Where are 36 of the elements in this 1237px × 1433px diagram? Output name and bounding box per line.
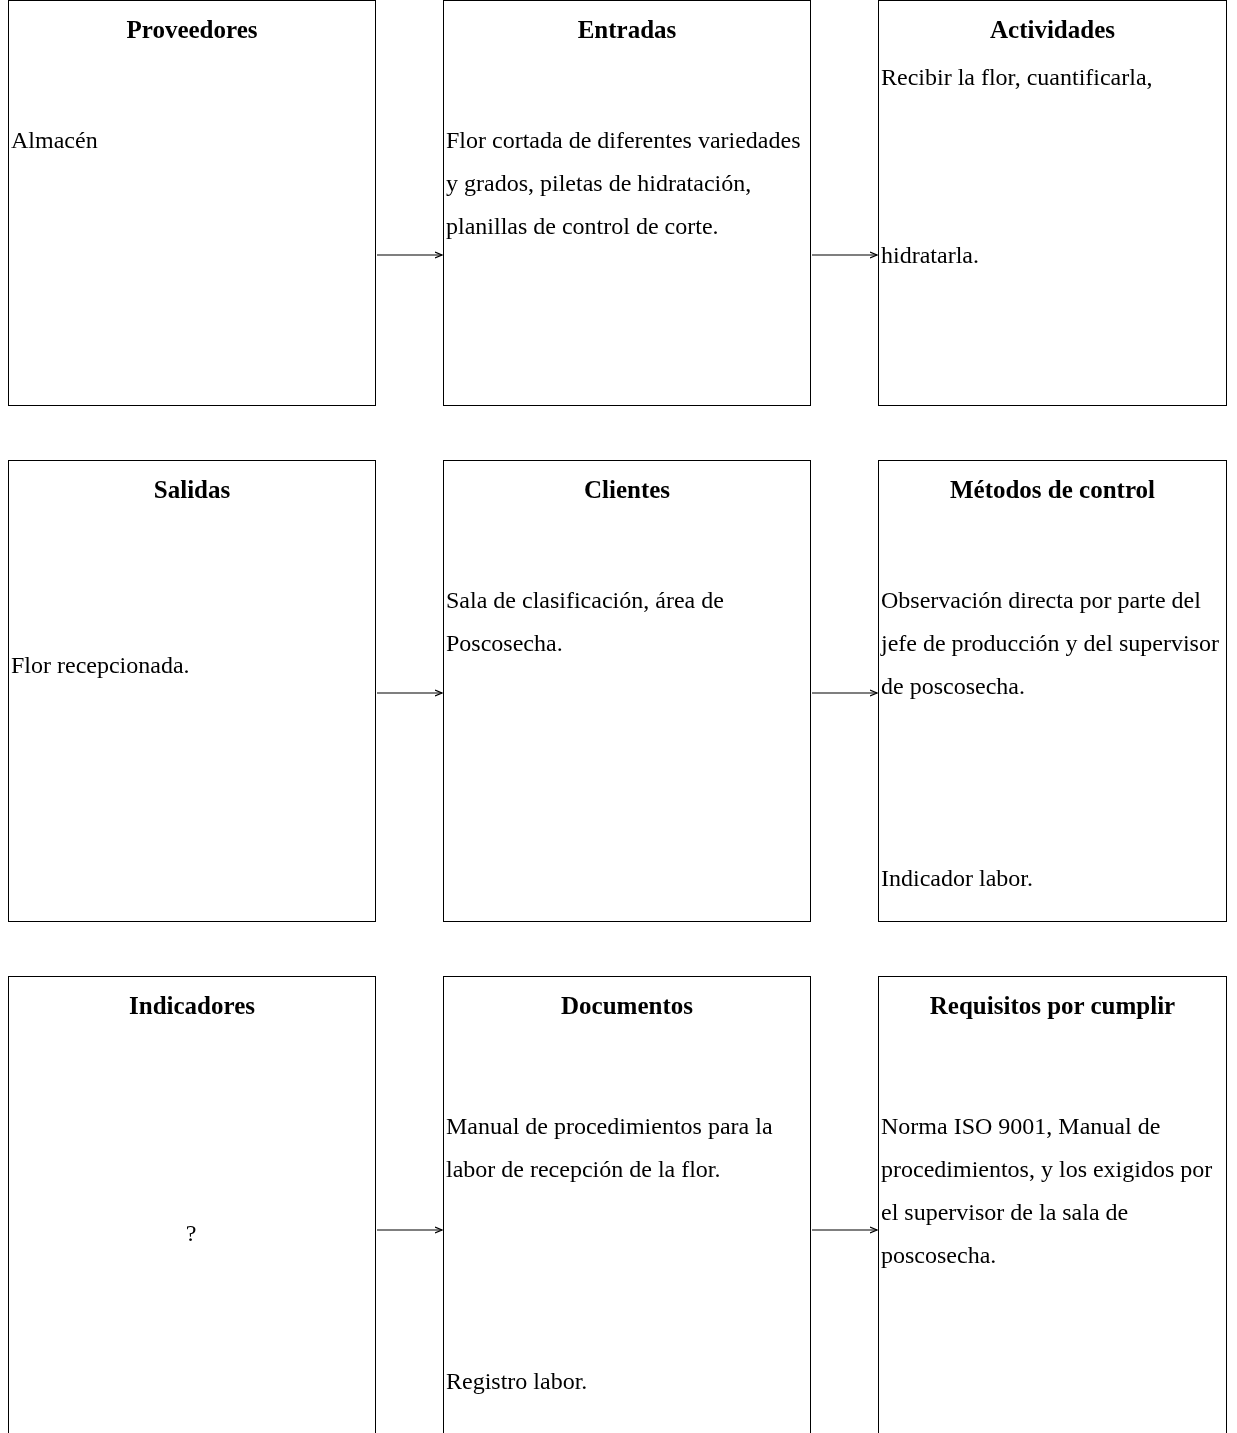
box-heading: Proveedores bbox=[125, 15, 259, 45]
process-box bbox=[8, 460, 376, 922]
process-box bbox=[878, 460, 1227, 922]
arrow bbox=[811, 689, 878, 697]
arrow bbox=[811, 251, 878, 259]
box-text: Flor recepcionada. bbox=[11, 651, 191, 680]
box-heading: Indicadores bbox=[128, 991, 256, 1021]
box-text: hidratarla. bbox=[881, 241, 980, 270]
box-heading: Entradas bbox=[576, 15, 678, 45]
box-text: Registro labor. bbox=[446, 1367, 589, 1396]
process-box bbox=[443, 976, 811, 1433]
box-text: Observación directa por parte del jefe de producción y del supervisor de poscosecha. bbox=[881, 586, 1220, 701]
box-heading: Documentos bbox=[560, 991, 694, 1021]
box-text: Sala de clasificación, área de Poscosecha. bbox=[446, 586, 725, 658]
box-heading: Salidas bbox=[152, 475, 232, 505]
arrow bbox=[376, 689, 443, 697]
process-box bbox=[878, 0, 1227, 406]
arrow bbox=[811, 1226, 878, 1234]
process-box bbox=[8, 0, 376, 406]
box-text: ? bbox=[184, 1219, 198, 1248]
box-text: Flor cortada de diferentes variedades y grados, piletas de hidratación, planillas de control de corte. bbox=[446, 126, 802, 241]
arrow bbox=[376, 1226, 443, 1234]
box-text: Norma ISO 9001, Manual de procedimientos, y los exigidos por el supervisor de la sala de poscosecha. bbox=[881, 1112, 1214, 1270]
box-heading: Requisitos por cumplir bbox=[928, 991, 1177, 1021]
process-box bbox=[878, 976, 1227, 1433]
box-heading: Métodos de control bbox=[948, 475, 1157, 505]
box-text: Manual de procedimientos para la labor de recepción de la flor. bbox=[446, 1112, 774, 1184]
arrow bbox=[376, 251, 443, 259]
process-box bbox=[443, 0, 811, 406]
process-box bbox=[443, 460, 811, 922]
box-text: Almacén bbox=[11, 126, 99, 155]
box-heading: Actividades bbox=[989, 15, 1116, 45]
box-heading: Clientes bbox=[582, 475, 672, 505]
process-box bbox=[8, 976, 376, 1433]
box-text: Recibir la flor, cuantificarla, bbox=[881, 63, 1154, 92]
box-text: Indicador labor. bbox=[881, 864, 1034, 893]
